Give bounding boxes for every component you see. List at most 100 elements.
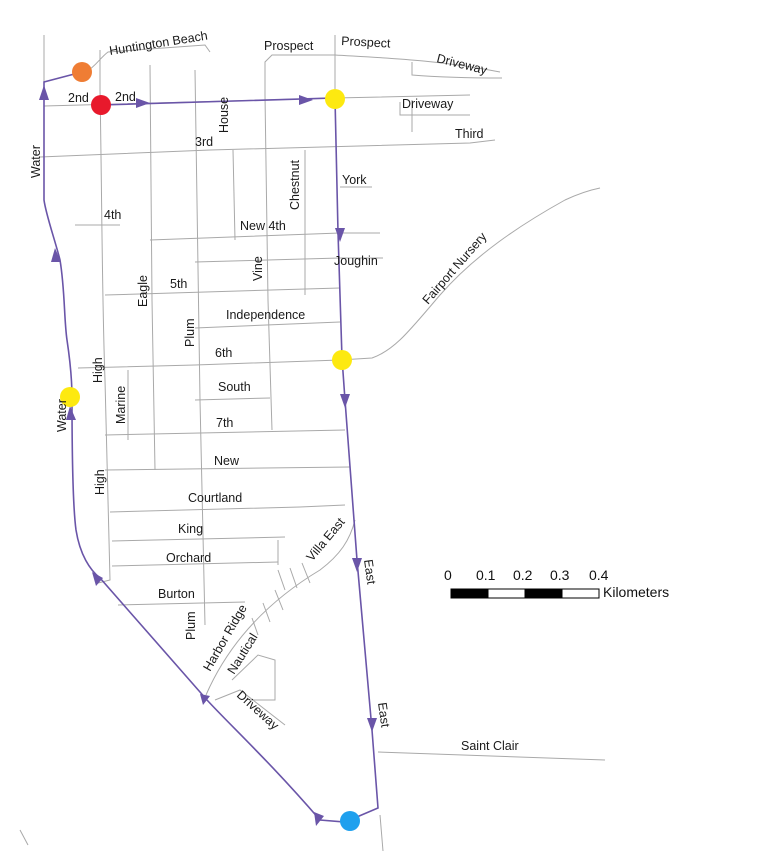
street-prospect-west [264,54,335,95]
label-fairport-nursery: Fairport Nursery [420,229,490,307]
label-vine: Vine [251,256,265,281]
scale-segment [561,588,600,599]
street-independence [194,321,341,329]
route-arrow [299,95,313,105]
street-villa-east-spur [251,562,311,636]
scale-tick-0: 0 [444,567,452,583]
street-courtland [109,504,346,513]
street-new-fourth [149,232,380,241]
route-arrow [92,572,103,586]
scale-tick-2: 0.2 [513,567,533,583]
label-independence: Independence [226,308,305,322]
label-high-1: High [91,357,105,383]
label-third-2: Third [455,127,484,141]
street-driveway-north [411,62,503,79]
label-courtland: Courtland [188,491,242,505]
route-line [43,71,379,823]
street-plum [194,69,206,626]
scale-tick-3: 0.3 [550,567,570,583]
label-plum-2: Plum [184,612,198,640]
label-chestnut: Chestnut [288,159,302,210]
label-new-fourth: New 4th [240,219,286,233]
street-orchard [111,561,279,567]
label-villa-east: Villa East [304,515,348,564]
street-network [19,35,606,851]
scale-segment [450,588,489,599]
stop-red[interactable] [91,95,111,115]
street-seventh [104,429,346,436]
stop-yellow-sixth[interactable] [332,350,352,370]
label-prospect-1: Prospect [264,39,314,53]
route-arrow [314,812,324,826]
label-orchard: Orchard [166,551,211,565]
label-east-2: East [375,701,392,728]
street-east-tail [379,814,384,851]
label-prospect-2: Prospect [341,34,392,51]
route-arrow [340,394,350,408]
street-driveway-middle [399,102,470,116]
street-house [232,149,236,241]
label-king: King [178,522,203,536]
label-second-2: 2nd [115,90,136,104]
label-high-2: High [93,469,107,495]
label-water-1: Water [29,145,43,178]
street-king [111,536,286,542]
stop-blue[interactable] [340,811,360,831]
street-sixth [77,187,601,369]
stop-orange[interactable] [72,62,92,82]
street-corner-fragment [19,829,29,846]
street-south [194,397,271,401]
street-third [39,139,496,158]
label-york: York [342,173,367,187]
street-labels: Huntington Beach Prospect Prospect Drive… [29,29,519,753]
label-driveway-1: Driveway [435,51,489,77]
street-prospect-east [334,54,501,73]
scale-bar: 0 0.1 0.2 0.3 0.4 Kilometers [444,567,669,600]
label-huntington-beach: Huntington Beach [108,29,208,58]
route-arrow [367,718,377,732]
street-fifth [104,287,341,296]
route-arrow [39,85,49,100]
street-nautical [231,654,276,701]
scale-tick-1: 0.1 [476,567,496,583]
route-path [43,71,379,823]
route-arrow [200,694,210,705]
street-vine [264,94,273,431]
label-marine: Marine [114,386,128,424]
scale-tick-4: 0.4 [589,567,609,583]
route-arrow [352,558,362,572]
route-arrow [66,406,76,420]
street-joughin [194,257,383,263]
label-driveway-2: Driveway [402,97,454,111]
label-east-1: East [361,558,378,585]
label-joughin: Joughin [334,254,378,268]
stop-yellow-prospect[interactable] [325,89,345,109]
label-south: South [218,380,251,394]
label-seventh: 7th [216,416,233,430]
label-second-1: 2nd [68,91,89,105]
street-driveway-south [214,689,286,726]
label-burton: Burton [158,587,195,601]
scale-segment [487,588,526,599]
street-harbor-ridge [205,519,356,696]
label-third-1: 3rd [195,135,213,149]
route-arrow [335,228,345,242]
label-eagle: Eagle [136,275,150,307]
label-saint-clair: Saint Clair [461,739,519,753]
label-water-2: Water [55,399,69,432]
street-high [97,50,111,584]
stop-yellow-water[interactable] [60,387,80,407]
label-fourth: 4th [104,208,121,222]
scale-segment [524,588,563,599]
route-arrow [136,98,150,108]
label-new: New [214,454,240,468]
route-arrows [39,85,377,826]
label-fifth: 5th [170,277,187,291]
label-sixth: 6th [215,346,232,360]
street-saint-clair [377,751,606,761]
label-house: House [217,97,231,133]
scale-unit: Kilometers [603,584,669,600]
label-plum-1: Plum [183,319,197,347]
street-eagle [149,64,156,471]
street-new [104,466,351,471]
